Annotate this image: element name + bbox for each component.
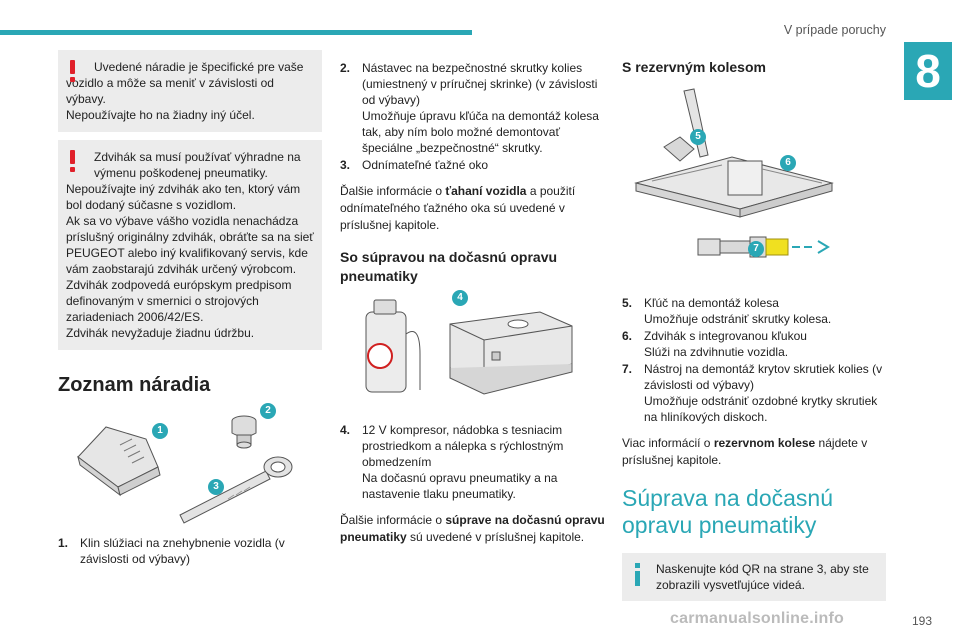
list-number: 6.: [622, 329, 633, 343]
page-header-title: V prípade poruchy: [783, 23, 886, 37]
callout-badge-7: 7: [748, 241, 764, 257]
list-text: 12 V kompresor, nádobka s tesniacim pros…: [362, 423, 564, 469]
paragraph-text: Ďalšie informácie o: [340, 184, 446, 198]
warning-text-line: Zdvihák nevyžaduje žiadnu údržbu.: [66, 326, 255, 340]
list-item-2: 2. Nástavec na bezpečnostné skrutky koli…: [340, 60, 605, 156]
page-number: 193: [911, 614, 932, 628]
paragraph-bold: ťahaní vozidla: [445, 184, 527, 198]
column-left: Uvedené náradie je špecifické pre vaše v…: [58, 50, 322, 568]
watermark: carmanualsonline.info: [670, 610, 845, 627]
callout-badge-3: 3: [208, 479, 224, 495]
list-text: Umožňuje odstrániť ozdobné krytky skruti…: [644, 394, 878, 424]
list-text: Slúži na zdvihnutie vozidla.: [644, 345, 789, 359]
info-note-qr: Naskenujte kód QR na strane 3, aby ste z…: [622, 553, 886, 601]
paragraph-repair-kit: Ďalšie informácie o súprave na dočasnú o…: [340, 512, 605, 546]
paragraph-text: sú uvedené v príslušnej kapitole.: [406, 530, 585, 544]
list-item-5: 5. Kľúč na demontáž kolesa Umožňuje odst…: [622, 295, 886, 327]
list-text: Na dočasnú opravu pneumatiky a na nastav…: [362, 471, 558, 501]
spare-wheel-tools-illustration: 5 6 7: [622, 85, 886, 271]
warning-text-line: Zdvihák sa musí používať výhradne na vým…: [94, 150, 301, 180]
list-item-1: 1. Klin slúžiaci na znehybnenie vozidla …: [58, 535, 322, 567]
list-text: Nástroj na demontáž krytov skrutiek koli…: [644, 362, 883, 392]
callout-badge-5: 5: [690, 129, 706, 145]
paragraph-bold: rezervnom kolese: [713, 436, 816, 450]
list-text: Klin slúžiaci na znehybnenie vozidla (v …: [80, 536, 285, 566]
paragraph-text: Ďalšie informácie o: [340, 513, 446, 527]
info-text: Naskenujte kód QR na strane 3, aby ste z…: [656, 562, 869, 592]
callout-badge-4: 4: [452, 290, 468, 306]
paragraph-text: a použití odnímateľného ťažného oka sú u…: [340, 184, 576, 232]
paragraph-text: nájdete v príslušnej kapitole.: [622, 436, 868, 467]
list-text: Nástavec na bezpečnostné skrutky kolies …: [362, 61, 598, 107]
list-text: Zdvihák s integrovanou kľukou: [644, 329, 807, 343]
paragraph-text: Viac informácií o: [622, 436, 714, 450]
list-number: 5.: [622, 296, 633, 310]
list-number: 1.: [58, 536, 69, 550]
callout-badge-6: 6: [780, 155, 796, 171]
warning-text-line: Nepoužívajte iný zdvihák ako ten, ktorý …: [66, 182, 301, 212]
list-item-3: 3. Odnímateľné ťažné oko: [340, 157, 605, 173]
column-middle: 2. Nástavec na bezpečnostné skrutky koli…: [340, 60, 605, 546]
list-text: Odnímateľné ťažné oko: [362, 158, 489, 172]
tools-illustration: 1 2 3: [58, 403, 322, 531]
paragraph-spare-wheel: Viac informácií o rezervnom kolese nájde…: [622, 435, 886, 469]
warning-icon: [70, 60, 76, 82]
list-text: Kľúč na demontáž kolesa: [644, 296, 779, 310]
list-number: 7.: [622, 362, 633, 376]
warning-icon: [70, 150, 76, 172]
list-text: Umožňuje odstrániť skrutky kolesa.: [644, 312, 832, 326]
warning-text-line: Nepoužívajte ho na žiadny iný účel.: [66, 108, 255, 122]
subsection-repair-kit: So súpravou na dočasnú opravu pneumatiky: [340, 249, 558, 284]
warning-text-line: Zdvihák zodpovedá európskym predpisom de…: [66, 278, 292, 324]
column-right: S rezervným kolesom: [622, 58, 886, 609]
warning-text-line: Ak sa vo výbave vášho vozidla nenachádza…: [66, 214, 314, 276]
list-item-4: 4. 12 V kompresor, nádobka s tesniacim p…: [340, 422, 605, 502]
info-icon: [635, 563, 641, 586]
warning-note-tools: Uvedené náradie je špecifické pre vaše v…: [58, 50, 322, 132]
compressor-drawing: [365, 299, 573, 395]
section-title-repair-kit: Súprava na dočasnú opravu pneumatiky: [622, 485, 833, 538]
subsection-spare-wheel: S rezervným kolesom: [622, 59, 766, 75]
callout-badge-1: 1: [152, 423, 168, 439]
list-number: 4.: [340, 423, 351, 437]
header-accent-bar: [0, 30, 472, 35]
chapter-number: 8: [904, 42, 952, 100]
warning-note-jack: Zdvihák sa musí používať výhradne na vým…: [58, 140, 322, 350]
paragraph-towing: Ďalšie informácie o ťahaní vozidla a pou…: [340, 183, 605, 234]
list-number: 2.: [340, 61, 351, 75]
spare-wheel-tools-drawing: [634, 88, 834, 258]
list-number: 3.: [340, 158, 351, 172]
tools-drawing: [77, 415, 293, 524]
list-item-7: 7. Nástroj na demontáž krytov skrutiek k…: [622, 361, 886, 425]
list-text: Umožňuje úpravu kľúča na demontáž kolesa…: [362, 109, 599, 155]
paragraph-bold: súprave na dočasnú opravu pneumatiky: [340, 513, 605, 544]
list-item-6: 6. Zdvihák s integrovanou kľukou Slúži n…: [622, 328, 886, 360]
callout-badge-2: 2: [260, 403, 276, 419]
compressor-illustration: 4: [340, 290, 605, 406]
section-title-tools: Zoznam náradia: [58, 374, 211, 396]
warning-text-line: Uvedené náradie je špecifické pre vaše v…: [66, 60, 304, 106]
